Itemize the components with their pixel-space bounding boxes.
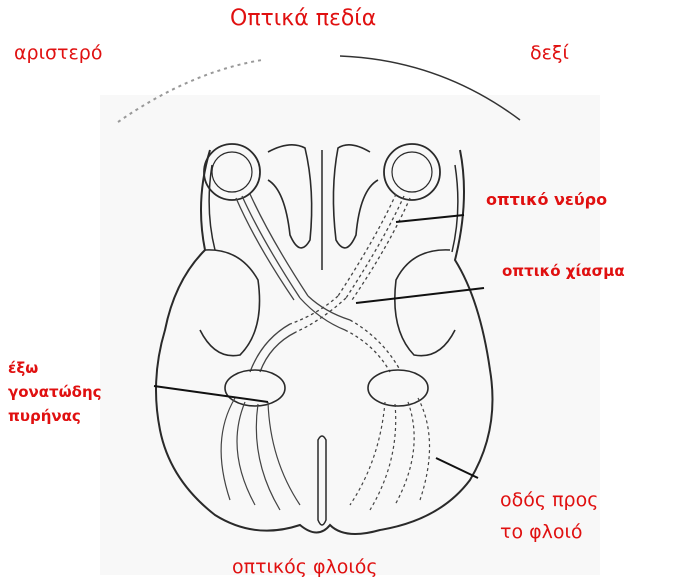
label-lgn-line1: έξω bbox=[8, 356, 102, 380]
label-left-field: αριστερό bbox=[14, 42, 102, 64]
label-visual-fields: Οπτικά πεδία bbox=[230, 6, 376, 31]
label-optic-nerve: οπτικό νεύρο bbox=[486, 190, 607, 209]
label-tract-line2: το φλοιό bbox=[500, 516, 598, 548]
label-optic-chiasm: οπτικό χίασμα bbox=[502, 262, 625, 280]
label-lgn-line2: γονατώδης bbox=[8, 380, 102, 404]
label-lgn-line3: πυρήνας bbox=[8, 404, 102, 428]
label-tract: οδός προς το φλοιό bbox=[500, 484, 598, 548]
label-tract-line1: οδός προς bbox=[500, 484, 598, 516]
label-lgn: έξω γονατώδης πυρήνας bbox=[8, 356, 102, 428]
label-visual-cortex: οπτικός φλοιός bbox=[232, 556, 378, 578]
label-right-field: δεξί bbox=[530, 42, 569, 64]
